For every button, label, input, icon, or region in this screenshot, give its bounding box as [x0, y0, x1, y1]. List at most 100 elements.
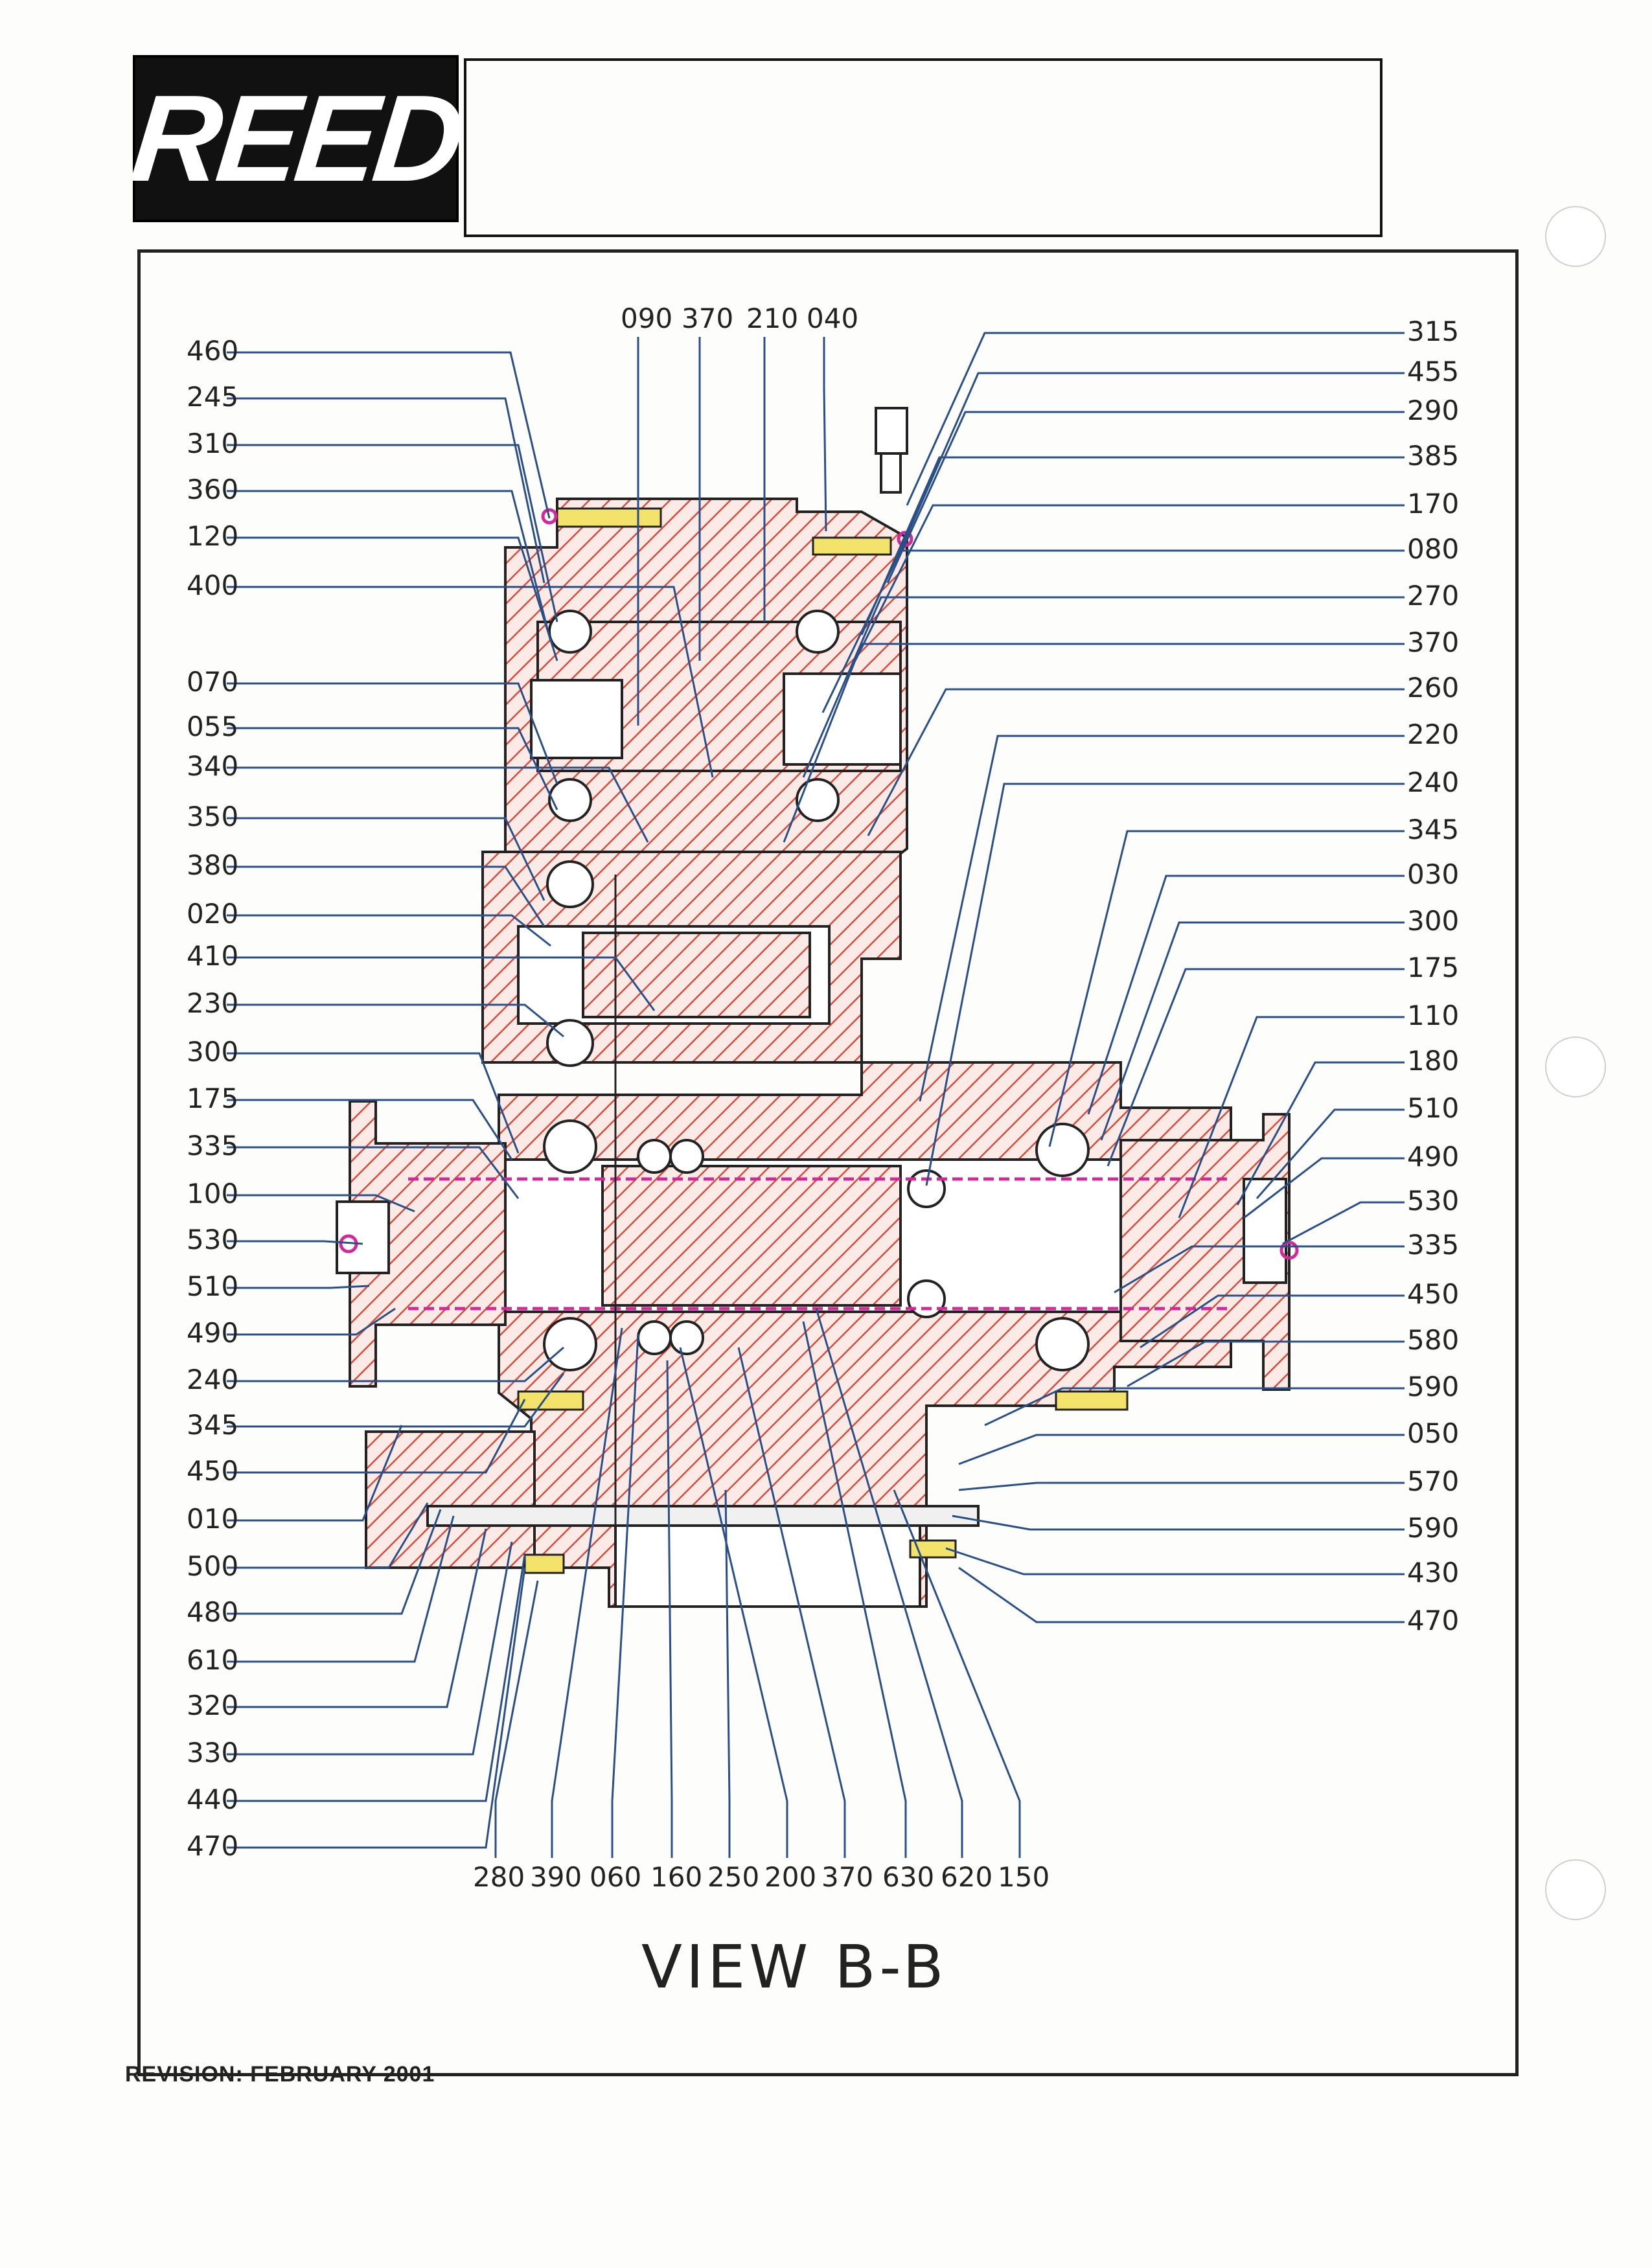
- leader-line: [854, 504, 1405, 661]
- leader-line: [1236, 1061, 1405, 1206]
- leader-line: [227, 817, 545, 901]
- leader-line: [227, 766, 649, 843]
- punch-hole-bottom: [1545, 1859, 1606, 1920]
- leader-line: [1100, 921, 1405, 1141]
- callout: 055: [187, 711, 238, 742]
- leader-line: [867, 688, 1405, 836]
- callout: 335: [1407, 1229, 1459, 1261]
- callout: 510: [1407, 1092, 1459, 1124]
- leader-line: [227, 444, 558, 623]
- callout: 370: [1407, 626, 1459, 658]
- reed-logo: REED: [125, 55, 466, 222]
- callout: 050: [1407, 1417, 1459, 1449]
- callout: 310: [187, 428, 238, 459]
- callout: 240: [1407, 766, 1459, 798]
- leader-line: [227, 1307, 396, 1336]
- callout: 110: [1407, 1000, 1459, 1031]
- callout: 280: [473, 1861, 525, 1893]
- callout: 220: [1407, 718, 1459, 750]
- callout: 330: [187, 1737, 238, 1769]
- leader-line: [821, 549, 1405, 713]
- leader-line: [724, 1489, 731, 1858]
- leader-line: [227, 1554, 526, 1802]
- leader-line: [227, 1515, 455, 1663]
- leader-line: [958, 1566, 1405, 1623]
- leader-line: [227, 1425, 403, 1522]
- leader-line: [899, 372, 1405, 551]
- callout: 180: [1407, 1045, 1459, 1077]
- leader-line: [227, 1502, 429, 1569]
- callout: 590: [1407, 1512, 1459, 1544]
- leader-line: [984, 1387, 1405, 1426]
- callouts-bottom: 280 390 060 160 250 200 370 630 620 150: [473, 1861, 1050, 1893]
- callout: 030: [1407, 858, 1459, 890]
- leader-line: [1178, 1016, 1405, 1219]
- callout: 350: [187, 801, 238, 832]
- callout: 460: [187, 335, 238, 367]
- callout: 260: [1407, 672, 1459, 704]
- leader-line: [227, 397, 545, 584]
- callout: 455: [1407, 356, 1459, 387]
- callout: 620: [941, 1861, 992, 1893]
- leader-line: [802, 596, 1405, 778]
- leader-line: [494, 1580, 539, 1858]
- breather-fitting: [875, 407, 908, 494]
- leader-lines: [227, 332, 1405, 1858]
- leader-line: [227, 1509, 442, 1615]
- leader-line: [860, 456, 1405, 636]
- leader-line: [227, 1099, 513, 1160]
- leader-line: [679, 1347, 788, 1858]
- callout: 430: [1407, 1557, 1459, 1588]
- callout: 175: [187, 1082, 238, 1114]
- leader-line: [227, 1194, 415, 1213]
- callout: 270: [1407, 580, 1459, 612]
- leader-line: [227, 682, 558, 785]
- callout: 370: [821, 1861, 873, 1893]
- callout: 370: [682, 303, 733, 334]
- leader-line: [227, 1146, 520, 1199]
- leader-line: [227, 1052, 520, 1154]
- leader-line: [227, 1528, 487, 1708]
- callout: 335: [187, 1130, 238, 1162]
- callout: 410: [187, 940, 238, 972]
- leader-line: [1107, 968, 1405, 1167]
- leader-line: [1127, 1340, 1405, 1388]
- leader-line: [227, 1399, 526, 1474]
- callout: 160: [650, 1861, 702, 1893]
- callout: 345: [1407, 814, 1459, 845]
- leader-line: [925, 783, 1405, 1186]
- callout: 080: [1407, 533, 1459, 565]
- leader-line: [227, 727, 558, 810]
- drawing-frame: [137, 249, 1519, 2076]
- callout: 530: [1407, 1185, 1459, 1217]
- leader-line: [1243, 1157, 1405, 1219]
- seals: [339, 508, 1299, 1311]
- callout: 450: [1407, 1278, 1459, 1310]
- callout: 380: [187, 849, 238, 881]
- callout: 360: [187, 474, 238, 505]
- callout: 345: [187, 1409, 238, 1441]
- leader-line: [802, 1321, 907, 1858]
- callouts-left: 460 245 310 360 120 400 070 055 340 350 …: [187, 335, 238, 1862]
- leader-line: [1114, 1245, 1405, 1294]
- leader-line: [1048, 830, 1405, 1147]
- leader-line: [227, 914, 551, 947]
- leader-line: [227, 536, 558, 661]
- leader-line: [1140, 1294, 1405, 1349]
- leader-line: [611, 1334, 639, 1858]
- callout: 490: [1407, 1141, 1459, 1173]
- leader-line: [737, 1347, 846, 1858]
- callout: 150: [998, 1861, 1050, 1893]
- leader-line: [227, 1003, 564, 1038]
- leader-line: [227, 351, 551, 519]
- callout: 610: [187, 1644, 238, 1676]
- callout: 340: [187, 750, 238, 782]
- leader-line: [893, 1489, 1021, 1858]
- callout: 510: [187, 1270, 238, 1302]
- leader-line: [1256, 1108, 1405, 1199]
- callout: 245: [187, 381, 238, 413]
- callout: 240: [187, 1364, 238, 1395]
- callout: 440: [187, 1783, 238, 1815]
- callout: 500: [187, 1550, 238, 1582]
